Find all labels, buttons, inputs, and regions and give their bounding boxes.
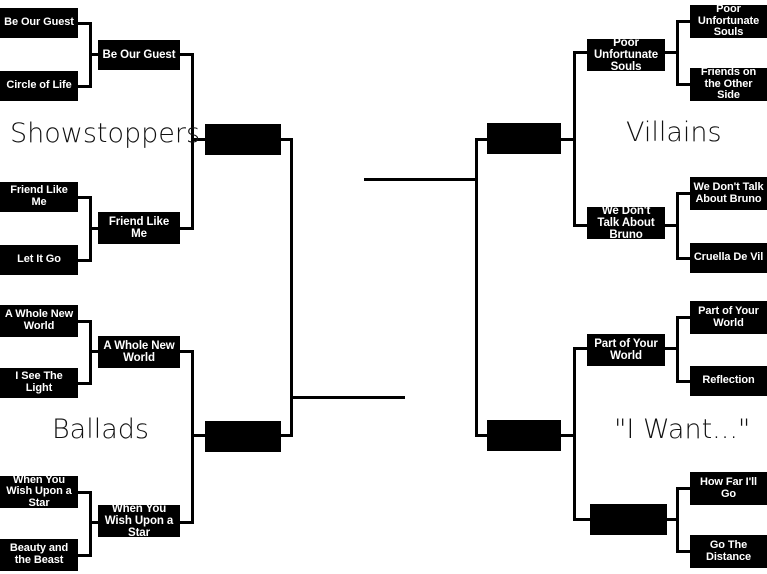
connector-line [89, 350, 101, 353]
connector-line [676, 380, 690, 383]
connector-line [475, 138, 478, 437]
connector-line [180, 350, 194, 353]
slot-left-showstoppers-semifinal[interactable] [205, 124, 281, 155]
connector-line [78, 320, 92, 323]
slot-right-i-want-semifinal[interactable] [487, 420, 561, 451]
slot-right-villains-r1-1[interactable]: Poor Unfortunate Souls [690, 5, 767, 38]
connector-line [558, 138, 576, 141]
slot-right-i-want-r1-4[interactable]: Go The Distance [690, 535, 767, 568]
connector-line [281, 434, 293, 437]
slot-left-showstoppers-r1-1[interactable]: Be Our Guest [0, 8, 78, 38]
slot-right-villains-r1-4[interactable]: Cruella De Vil [690, 243, 767, 273]
slot-right-i-want-r2-2[interactable] [590, 504, 667, 535]
slot-left-showstoppers-r1-4[interactable]: Let It Go [0, 245, 78, 275]
region-title-i-want: "I Want..." [614, 414, 751, 445]
slot-left-showstoppers-r1-3[interactable]: Friend Like Me [0, 182, 78, 212]
connector-line [573, 224, 588, 227]
connector-line [191, 53, 194, 230]
connector-line [664, 224, 679, 227]
region-title-villains: Villains [626, 117, 722, 148]
slot-left-showstoppers-r1-2[interactable]: Circle of Life [0, 71, 78, 101]
slot-right-i-want-r1-3[interactable]: How Far I'll Go [690, 472, 767, 505]
connector-line [475, 138, 489, 141]
final-left-entry-line [290, 396, 405, 399]
connector-line [180, 521, 194, 524]
slot-left-ballads-r2-2[interactable]: When You Wish Upon a Star [98, 505, 180, 537]
connector-line [191, 350, 194, 524]
slot-left-showstoppers-r2-1[interactable]: Be Our Guest [98, 40, 180, 70]
slot-right-i-want-r1-2[interactable]: Reflection [690, 366, 767, 396]
connector-line [676, 487, 690, 490]
connector-line [180, 227, 194, 230]
slot-right-i-want-r2-1[interactable]: Part of Your World [587, 334, 665, 366]
connector-line [281, 138, 293, 141]
connector-line [676, 257, 690, 260]
slot-left-showstoppers-r2-2[interactable]: Friend Like Me [98, 212, 180, 244]
connector-line [180, 53, 194, 56]
connector-line [78, 491, 92, 494]
connector-line [475, 434, 489, 437]
slot-left-ballads-r2-1[interactable]: A Whole New World [98, 336, 180, 368]
connector-line [191, 138, 207, 141]
connector-line [558, 434, 576, 437]
connector-line [89, 53, 101, 56]
slot-right-villains-semifinal[interactable] [487, 123, 561, 154]
connector-line [78, 22, 92, 25]
slot-left-ballads-r1-2[interactable]: I See The Light [0, 368, 78, 398]
connector-line [78, 382, 92, 385]
slot-left-ballads-semifinal[interactable] [205, 421, 281, 452]
connector-line [664, 347, 679, 350]
connector-line [78, 554, 92, 557]
slot-right-i-want-r1-1[interactable]: Part of Your World [690, 301, 767, 334]
slot-left-ballads-r1-3[interactable]: When You Wish Upon a Star [0, 476, 78, 508]
slot-left-ballads-r1-4[interactable]: Beauty and the Beast [0, 539, 78, 571]
connector-line [290, 138, 293, 437]
slot-right-villains-r1-3[interactable]: We Don't Talk About Bruno [690, 177, 767, 210]
connector-line [573, 347, 588, 350]
connector-line [89, 521, 101, 524]
connector-line [573, 51, 588, 54]
connector-line [676, 550, 690, 553]
region-title-ballads: Ballads [52, 414, 149, 445]
connector-line [676, 83, 690, 86]
connector-line [89, 227, 101, 230]
slot-right-villains-r2-2[interactable]: We Don't Talk About Bruno [587, 207, 665, 239]
slot-right-villains-r2-1[interactable]: Poor Unfortunate Souls [587, 39, 665, 71]
region-title-showstoppers: Showstoppers [10, 118, 201, 149]
connector-line [664, 51, 679, 54]
connector-line [676, 316, 690, 319]
slot-left-ballads-r1-1[interactable]: A Whole New World [0, 305, 78, 337]
connector-line [664, 518, 679, 521]
connector-line [78, 196, 92, 199]
connector-line [78, 259, 92, 262]
connector-line [573, 518, 591, 521]
connector-line [78, 85, 92, 88]
final-right-entry-line [364, 178, 478, 181]
connector-line [676, 192, 690, 195]
slot-right-villains-r1-2[interactable]: Friends on the Other Side [690, 68, 767, 101]
connector-line [676, 20, 690, 23]
connector-line [89, 491, 92, 557]
connector-line [191, 434, 207, 437]
